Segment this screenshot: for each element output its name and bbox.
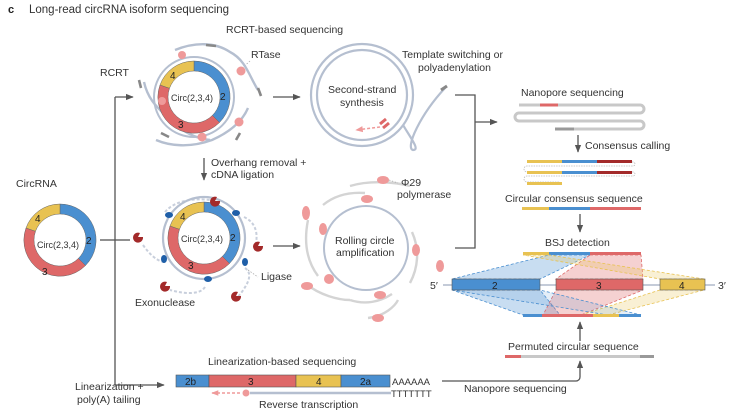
- genome-exon-3: [555, 278, 644, 291]
- primer-marks: [379, 117, 390, 130]
- phi29-label-2: polymerase: [397, 189, 451, 201]
- genome-exon-3-label: 3: [596, 281, 602, 292]
- exon-4-label: 4: [35, 214, 41, 225]
- genome-exon-4-label: 4: [679, 281, 685, 292]
- rca-label-1: Rolling circle: [335, 235, 395, 247]
- exon-2-label: 2: [86, 236, 92, 247]
- exon-3-label: 3: [42, 267, 48, 278]
- panel-letter: c: [8, 4, 14, 16]
- circ-center-label: Circ(2,3,4): [37, 240, 79, 250]
- rt-label: Reverse transcription: [259, 399, 358, 411]
- poly-t-label: TTTTTTT: [391, 389, 432, 400]
- ligase-label: Ligase: [261, 271, 292, 283]
- rcrt-exon-3: 3: [178, 120, 184, 131]
- overhang-exon-3: 3: [188, 261, 194, 272]
- consensus-label: Circular consensus sequence: [505, 193, 643, 205]
- overhang-exon-2: 2: [230, 233, 236, 244]
- merge-bracket: [455, 94, 476, 249]
- rcrt-circrna-ring: Circ(2,3,4) 2 3 4: [153, 56, 235, 138]
- exon-3-arc: [23, 227, 86, 277]
- phi29-label-1: Φ29: [401, 177, 421, 189]
- overhang-exon-4: 4: [180, 212, 186, 223]
- phi29-polymerases: [301, 176, 444, 322]
- overhang-step-1: Overhang removal +: [211, 157, 306, 169]
- consensus-step: Consensus calling: [585, 140, 670, 152]
- linear-nanopore-label: Nanopore sequencing: [464, 383, 567, 395]
- segment-3: 3: [248, 377, 254, 388]
- nanopore-read: [513, 103, 646, 131]
- exonuclease-enzymes: [133, 196, 264, 302]
- segment-2b: 2b: [185, 377, 197, 388]
- circrna-ring: Circ(2,3,4) 2 3 4: [23, 203, 97, 278]
- segment-2a: 2a: [360, 377, 372, 388]
- rcrt-center-label: Circ(2,3,4): [171, 93, 213, 103]
- second-strand-circle: [309, 42, 446, 152]
- overhang-center-label: Circ(2,3,4): [181, 234, 223, 244]
- template-cap: [440, 84, 448, 92]
- bsj-bottom-read: [523, 314, 641, 317]
- rtase-enzymes: [158, 51, 246, 142]
- rt-enzyme: [242, 389, 250, 397]
- bsj-mapping-shading: [451, 254, 705, 316]
- rca-label-2: amplification: [336, 247, 395, 259]
- circrna-label: CircRNA: [16, 178, 57, 190]
- synthesis-direction-arrow: [355, 126, 381, 133]
- panel-title: Long-read circRNA isoform sequencing: [29, 4, 229, 16]
- poly-a-label: AAAAAA: [392, 377, 431, 388]
- overhang-circrna-ring: Circ(2,3,4) 2 3 4: [161, 195, 247, 281]
- segment-4: 4: [316, 377, 322, 388]
- three-prime-label: 3′: [718, 280, 726, 292]
- second-strand-label-1: Second-strand: [328, 84, 396, 96]
- overhang-step-2: cDNA ligation: [211, 169, 274, 181]
- rca-circle: [323, 205, 409, 291]
- rcrt-exon-4: 4: [170, 71, 176, 82]
- rcrt-section-title: RCRT-based sequencing: [226, 24, 343, 36]
- second-strand-label-2: synthesis: [340, 97, 384, 109]
- nanopore-title: Nanopore sequencing: [521, 87, 624, 99]
- exon-4-arc: [25, 203, 61, 232]
- genome-exon-2: [451, 278, 541, 291]
- bsj-top-read: [523, 252, 641, 255]
- linearization-step-1: Linearization +: [75, 381, 144, 393]
- linear-transcript: [175, 374, 391, 388]
- branch-line: [114, 97, 165, 389]
- bsj-step: BSJ detection: [545, 237, 610, 249]
- consensus-sequence-bar: [522, 207, 641, 210]
- permuted-sequence-bar: [505, 355, 654, 358]
- exon-2-arc: [59, 203, 97, 266]
- rcrt-label: RCRT: [100, 67, 130, 79]
- permuted-label: Permuted circular sequence: [508, 341, 639, 353]
- rca-product-strands: [304, 181, 419, 320]
- ligase-enzymes: [161, 210, 248, 282]
- linearization-title: Linearization-based sequencing: [208, 356, 356, 368]
- rtase-label: RTase: [251, 49, 281, 61]
- template-note-1: Template switching or: [402, 49, 503, 61]
- genome-exon-2-label: 2: [492, 281, 498, 292]
- exonuclease-label: Exonuclease: [135, 297, 195, 309]
- rcrt-primer-caps: [137, 43, 263, 141]
- five-prime-label: 5′: [430, 280, 438, 292]
- template-note-2: polyadenylation: [418, 62, 491, 74]
- rcrt-exon-2: 2: [220, 92, 226, 103]
- genome-exon-4: [659, 278, 706, 291]
- linear-nanopore-arrow: [442, 360, 584, 382]
- linearization-step-2: poly(A) tailing: [77, 394, 141, 406]
- ligase-leader: [247, 269, 259, 278]
- consensus-reads: [523, 160, 636, 185]
